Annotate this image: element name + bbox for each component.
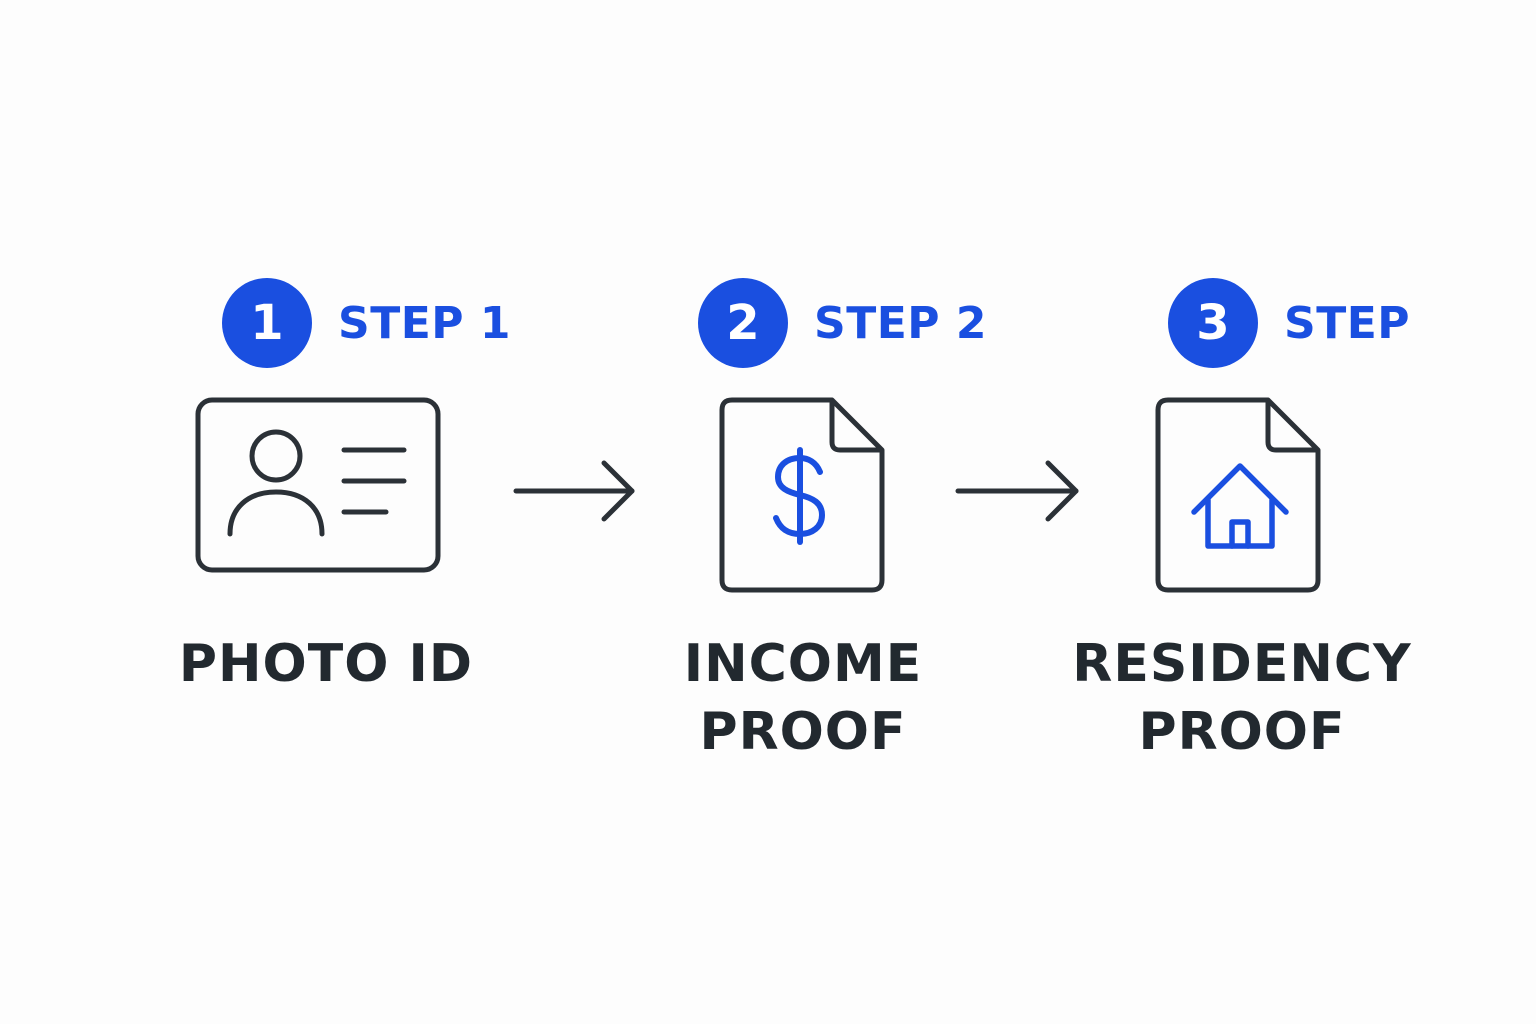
house-document-icon bbox=[1155, 397, 1321, 593]
step-2-document-line-2: PROOF bbox=[699, 702, 907, 762]
step-2-document-line-1: INCOME bbox=[683, 634, 923, 694]
step-3-label: STEP bbox=[1284, 297, 1411, 349]
step-2-header: 2 STEP 2 bbox=[698, 278, 987, 368]
step-1-document-label: PHOTO ID bbox=[176, 630, 476, 698]
arrow-right-icon bbox=[955, 460, 1079, 522]
step-1-header: 1 STEP 1 bbox=[222, 278, 511, 368]
id-card-icon bbox=[195, 397, 441, 573]
step-2-label: STEP 2 bbox=[814, 297, 987, 349]
step-2-document-label: INCOME PROOF bbox=[653, 630, 953, 766]
step-3-document-line-1: RESIDENCY bbox=[1072, 634, 1412, 694]
step-1-label: STEP 1 bbox=[338, 297, 511, 349]
step-1-document-line-1: PHOTO ID bbox=[178, 634, 474, 694]
step-3-header: 3 STEP bbox=[1168, 278, 1410, 368]
step-2-number-badge: 2 bbox=[698, 278, 788, 368]
step-3-document-line-2: PROOF bbox=[1138, 702, 1346, 762]
step-1-number-badge: 1 bbox=[222, 278, 312, 368]
step-3-document-label: RESIDENCY PROOF bbox=[1072, 630, 1412, 766]
arrow-right-icon bbox=[513, 460, 635, 522]
step-3-number-badge: 3 bbox=[1168, 278, 1258, 368]
dollar-document-icon bbox=[719, 397, 885, 593]
